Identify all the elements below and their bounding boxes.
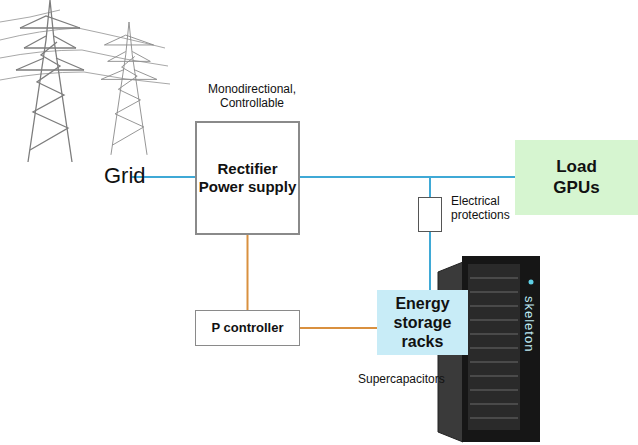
rack-unit — [470, 292, 518, 293]
rack-unit — [470, 306, 518, 307]
brand-label: skeleton — [521, 296, 537, 352]
pylon-braces — [101, 35, 157, 79]
node-text: Load GPUs — [547, 157, 607, 198]
pylon-arms — [16, 28, 84, 70]
rack-unit — [470, 376, 518, 377]
rack-unit — [470, 334, 518, 335]
power-line — [247, 235, 249, 310]
pylon-lattice — [113, 56, 144, 145]
node-text: Electrical protections — [451, 194, 541, 223]
pylon-braces — [16, 16, 84, 70]
component-label: Supercapacitors — [358, 372, 445, 386]
rack-unit — [470, 390, 518, 391]
node-text: Rectifier Power supply — [198, 160, 298, 196]
rack-interior — [468, 264, 520, 430]
rack-unit — [470, 278, 518, 279]
rectifier-box: Rectifier Power supply — [195, 121, 300, 235]
node-text: Energy storage racks — [383, 294, 463, 352]
source-label: Grid — [104, 163, 146, 189]
pylon-legs — [111, 22, 147, 155]
power-line — [429, 232, 431, 290]
wire — [0, 50, 168, 66]
rack-unit — [470, 348, 518, 349]
pylon-lattice — [30, 42, 68, 150]
rack-units — [470, 278, 518, 418]
rack-unit — [470, 320, 518, 321]
load-box: Load GPUs — [515, 140, 638, 215]
pylon — [16, 0, 84, 162]
storage-box: Energy storage racks — [377, 290, 468, 355]
rack-unit — [470, 418, 518, 419]
pylon — [101, 22, 157, 155]
power-line — [300, 177, 430, 197]
note-label: Monodirectional, Controllable — [192, 82, 312, 111]
node-text: P controller — [211, 320, 283, 336]
power-line — [300, 327, 377, 329]
transmission-wires — [0, 10, 170, 84]
pylon-arms — [101, 45, 157, 79]
rack-unit — [470, 404, 518, 405]
pylon-legs — [28, 0, 72, 162]
protection-box: Electrical protections — [418, 197, 442, 232]
rack-logo-mark — [529, 280, 534, 285]
rack-unit — [470, 362, 518, 363]
rack-body — [462, 256, 540, 442]
controller-box: P controller — [195, 310, 300, 346]
